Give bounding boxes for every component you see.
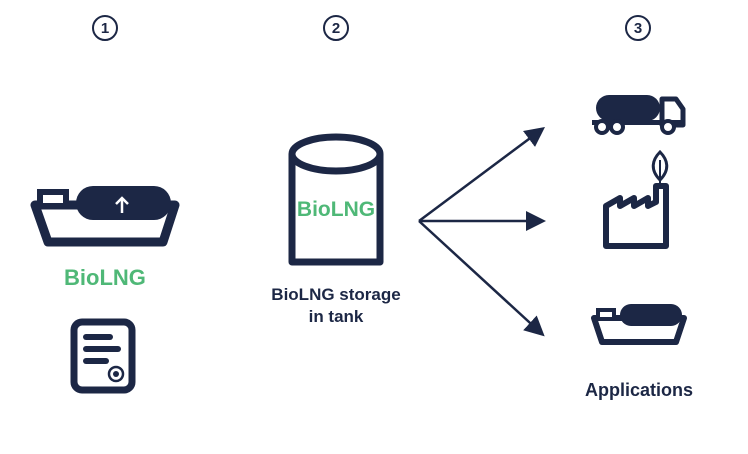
- arrow-icon: [418, 220, 545, 337]
- applications-label: Applications: [584, 380, 693, 400]
- step-3-badge: 3: [625, 15, 651, 41]
- storage-caption-line2: in tank: [308, 307, 364, 326]
- small-ship-icon: [591, 304, 687, 345]
- truck-icon: [592, 95, 686, 135]
- up-arrow-icon: [115, 196, 129, 213]
- factory-icon: [603, 149, 669, 249]
- ship-icon: [30, 186, 180, 247]
- arrow-icon: [418, 127, 546, 223]
- step-2-badge: 2: [323, 15, 349, 41]
- step-1-badge: 1: [92, 15, 118, 41]
- ship-cargo-label: BioLNG: [64, 265, 146, 290]
- tank-icon: [288, 133, 384, 266]
- tank-label: BioLNG: [296, 198, 376, 221]
- leaf-icon: [651, 149, 669, 184]
- storage-caption-line1: BioLNG storage: [271, 285, 401, 304]
- certificate-icon: [70, 318, 136, 394]
